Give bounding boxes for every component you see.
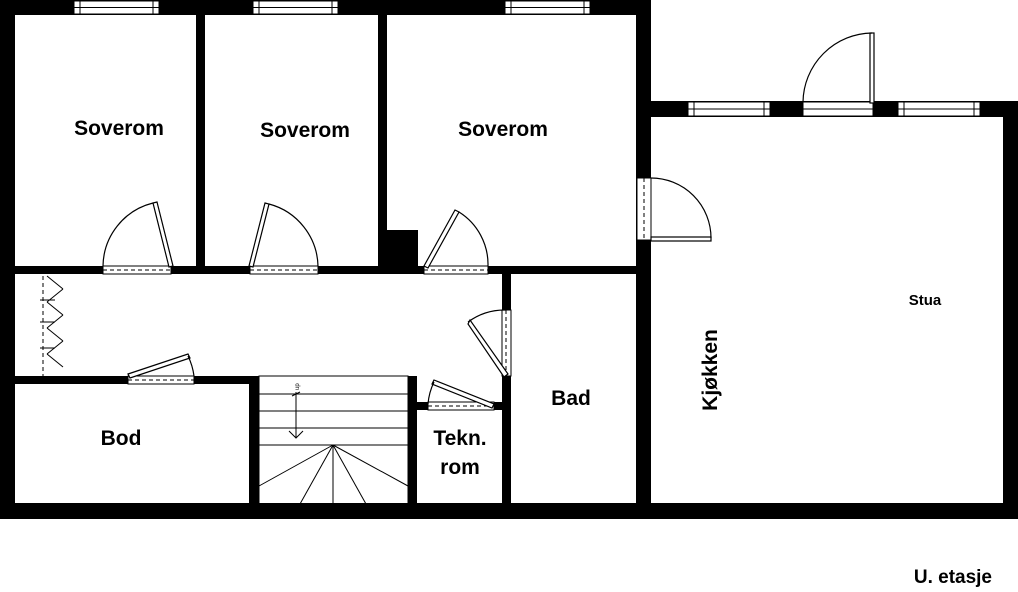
door-soverom-2	[248, 202, 319, 275]
window-soverom-3	[504, 0, 591, 15]
door-bad	[467, 309, 512, 378]
windows	[73, 0, 981, 117]
stair-direction-label: up	[295, 383, 301, 390]
walls	[0, 0, 1018, 519]
room-label-kjokken: Kjøkken	[699, 329, 722, 411]
window-soverom-1	[73, 0, 160, 15]
door-soverom-1	[102, 201, 174, 275]
door-entrance	[802, 32, 875, 117]
window-stua-right	[897, 101, 981, 117]
room-label-stua: Stua	[909, 292, 942, 309]
room-label-tekn-line1: Tekn.	[433, 427, 486, 450]
door-bod	[127, 353, 195, 385]
room-label-soverom-2: Soverom	[260, 119, 350, 142]
room-label-soverom-3: Soverom	[458, 118, 548, 141]
doors	[40, 32, 875, 411]
floor-label: U. etasje	[914, 567, 992, 588]
room-labels: Soverom Soverom Soverom Bod Tekn. rom Ba…	[74, 117, 942, 479]
window-stua-left	[687, 101, 771, 117]
room-label-tekn-line2: rom	[440, 456, 480, 479]
room-label-bad: Bad	[551, 387, 591, 410]
door-tekn-rom	[427, 379, 495, 411]
room-label-soverom-1: Soverom	[74, 117, 164, 140]
staircase: up	[258, 375, 409, 505]
door-soverom-3	[423, 209, 489, 275]
door-soverom3-stua	[636, 177, 712, 242]
window-soverom-2	[252, 0, 339, 15]
closet-bifold-doors	[40, 275, 64, 376]
room-label-bod: Bod	[101, 427, 142, 450]
